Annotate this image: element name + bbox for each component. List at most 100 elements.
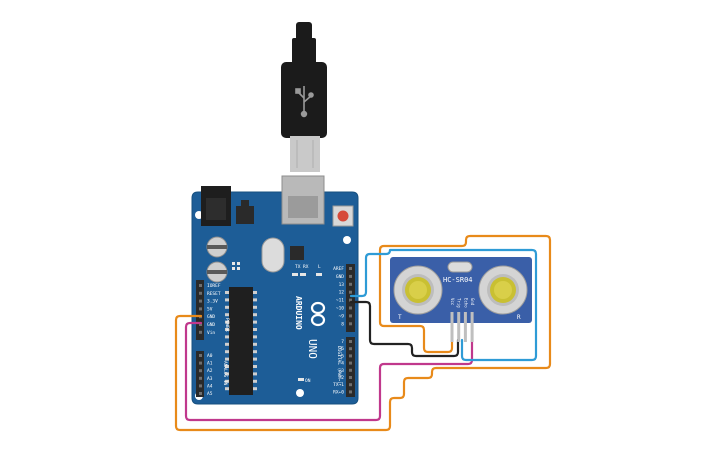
power-pin[interactable]	[199, 291, 202, 295]
arduino-brand: ARDUINO	[294, 296, 303, 330]
digital-pin[interactable]	[349, 347, 352, 351]
usb-plug-metal	[290, 136, 320, 172]
usb-cable-neck	[292, 38, 316, 68]
analog-pin-label: A0	[207, 353, 213, 359]
digital-header-title: DIGITAL (PWM~)	[336, 346, 342, 384]
analog-pin[interactable]	[199, 392, 202, 395]
analog-header-title: ANALOG IN	[222, 361, 228, 386]
digital-pin-label: ~11	[336, 298, 344, 304]
digital-pin-label: GND	[336, 274, 344, 280]
sensor-pin[interactable]	[463, 312, 467, 342]
wire-gnd-to-gnd[interactable]	[184, 321, 474, 422]
digital-pin[interactable]	[349, 361, 352, 365]
wire-d12-to-echo[interactable]	[349, 248, 538, 362]
analog-pin[interactable]	[199, 354, 202, 357]
analog-pin-label: A3	[207, 376, 213, 382]
digital-pin[interactable]	[349, 298, 352, 302]
digital-pin[interactable]	[349, 376, 352, 379]
usb-b-port-inner	[288, 196, 318, 218]
crystal-oscillator	[261, 237, 285, 273]
power-header-title: POWER	[224, 318, 230, 332]
sensor-pin-label: Trig	[457, 298, 462, 308]
l-led	[316, 273, 322, 276]
sensor-model-label: HC-SR04	[443, 276, 473, 284]
sensor-crystal	[447, 261, 473, 273]
sensor-pin[interactable]	[470, 312, 474, 342]
digital-pin[interactable]	[349, 390, 352, 394]
usb-cable[interactable]	[281, 22, 327, 172]
digital-pin[interactable]	[349, 322, 352, 326]
usb-symbol-icon	[295, 86, 314, 118]
analog-pin[interactable]	[199, 369, 202, 373]
power-pin-label: 5V	[207, 306, 213, 312]
tx-led	[292, 273, 298, 276]
digital-pin-label: 12	[339, 290, 345, 296]
digital-pin-label: 7	[341, 339, 344, 345]
usb-interface-chip	[290, 246, 304, 260]
status-leds: TX RX L ON	[292, 264, 322, 384]
digital-pin-label: ~3	[339, 368, 345, 374]
digital-pin[interactable]	[349, 340, 352, 343]
sensor-mark-t: T	[398, 314, 402, 321]
digital-pin[interactable]	[349, 267, 352, 270]
on-led	[298, 378, 304, 381]
digital-pin[interactable]	[349, 368, 352, 372]
power-pin-label: IOREF	[207, 283, 221, 289]
sensor-pin-label: Gnd	[470, 298, 475, 306]
led-label-l: L	[318, 264, 321, 270]
power-pin[interactable]	[199, 299, 202, 303]
power-pin-label: GND	[207, 322, 215, 328]
digital-pin[interactable]	[349, 306, 352, 310]
power-pin-label: RESET	[207, 291, 221, 297]
sensor-pin-label: Echo	[463, 298, 468, 308]
sensor-pin-label: Vcc	[450, 298, 455, 306]
analog-pin-label: A1	[207, 361, 213, 367]
wire-5v-to-vcc[interactable]	[174, 234, 552, 432]
digital-pin[interactable]	[349, 290, 352, 294]
analog-pin[interactable]	[199, 376, 202, 380]
arduino-logo-icon	[310, 301, 326, 327]
mounting-hole	[296, 389, 304, 397]
analog-pin[interactable]	[199, 361, 202, 365]
digital-pin-label: ~10	[336, 306, 344, 312]
power-pin-label: 3.3V	[207, 299, 218, 305]
rx-led	[300, 273, 306, 276]
reset-button-cap	[337, 210, 349, 222]
digital-pin[interactable]	[349, 314, 352, 318]
digital-pin[interactable]	[349, 383, 352, 387]
atmega-chip-legs	[225, 291, 257, 391]
analog-pin[interactable]	[199, 384, 202, 388]
digital-pin[interactable]	[349, 274, 352, 278]
analog-pin-label: A4	[207, 383, 213, 389]
digital-header-lower	[346, 337, 355, 397]
digital-pin-label: AREF	[333, 266, 344, 272]
digital-pin[interactable]	[349, 282, 352, 286]
power-pin[interactable]	[199, 323, 202, 326]
sensor-pin[interactable]	[450, 312, 454, 342]
digital-pin-label: 8	[341, 321, 344, 327]
power-pin[interactable]	[199, 307, 202, 311]
receiver-transducer	[478, 265, 528, 315]
digital-header-upper	[346, 264, 355, 332]
digital-pin-label: ~9	[339, 313, 345, 319]
transmitter-transducer	[393, 265, 443, 315]
power-pin-label: GND	[207, 314, 215, 320]
icsp-header	[232, 262, 240, 270]
sensor-pin[interactable]	[457, 312, 461, 342]
digital-pin-label: 4	[341, 361, 344, 367]
atmega-chip	[229, 287, 253, 395]
arduino-uno-board[interactable]: TX RX L ON ARDUINO UNO IOREFRESET3.3V5VG…	[191, 175, 359, 405]
digital-pin-label: 13	[339, 282, 345, 288]
sensor-mark-r: R	[517, 314, 521, 321]
power-pin[interactable]	[199, 284, 202, 287]
wire-d11-to-trig[interactable]	[349, 300, 460, 358]
analog-pin-label: A2	[207, 368, 213, 374]
power-pin[interactable]	[199, 330, 202, 334]
digital-pin[interactable]	[349, 354, 352, 358]
digital-pin-label: ~6	[339, 346, 345, 352]
usb-cable-strain-relief	[296, 22, 312, 42]
mounting-hole	[343, 236, 351, 244]
